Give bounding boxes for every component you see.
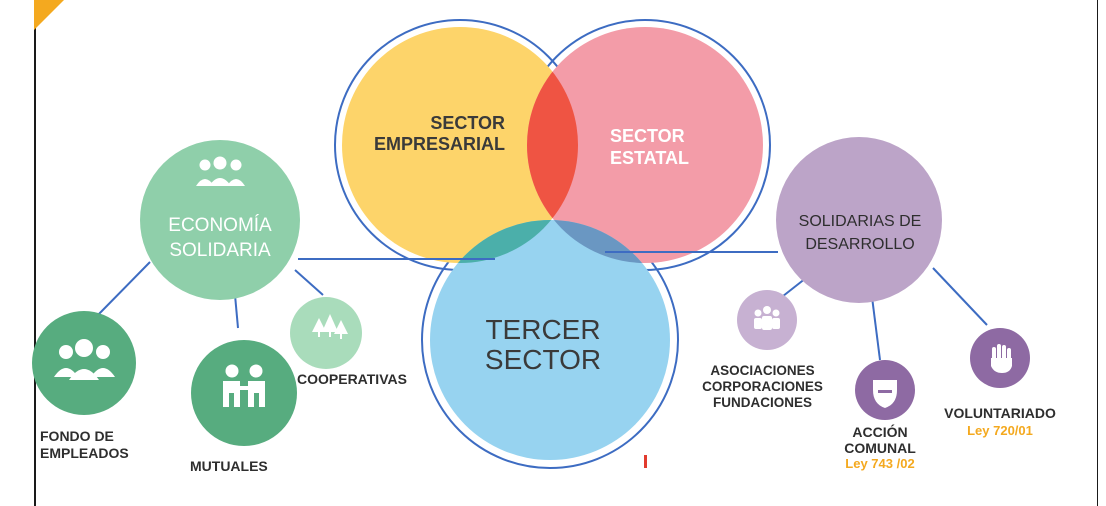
asociaciones-line-3: FUNDACIONES bbox=[712, 395, 812, 410]
fondo-line-2: EMPLEADOS bbox=[40, 445, 129, 461]
fondo-circle bbox=[32, 311, 136, 415]
sector-estatal-label: SECTOR ESTATAL bbox=[610, 125, 710, 169]
voluntariado-label: VOLUNTARIADO Ley 720/01 bbox=[935, 405, 1065, 439]
accion-comunal-label: ACCIÓN COMUNAL Ley 743 /02 bbox=[830, 424, 930, 472]
line-economia-mutuales bbox=[234, 294, 239, 329]
voluntariado-line-1: VOLUNTARIADO bbox=[944, 405, 1056, 421]
asociaciones-line-2: CORPORACIONES bbox=[702, 379, 823, 394]
tercer-sector-circle bbox=[430, 220, 670, 460]
people-group-icon bbox=[196, 156, 245, 186]
economia-line-2: SOLIDARIA bbox=[169, 240, 271, 261]
right-frame-border bbox=[1097, 0, 1098, 506]
desarrollo-line-2: DESARROLLO bbox=[805, 236, 915, 253]
left-frame-border bbox=[34, 0, 36, 506]
tercer-sector-line-1: TERCER bbox=[485, 314, 601, 345]
line-economia-cooperativas bbox=[294, 269, 324, 296]
desarrollo-label: SOLIDARIAS DE DESARROLLO bbox=[780, 210, 940, 256]
desarrollo-line-1: SOLIDARIAS DE bbox=[798, 213, 922, 230]
red-mark bbox=[644, 455, 647, 468]
raised-hand-icon bbox=[991, 344, 1012, 373]
sector-estatal-line-2: ESTATAL bbox=[610, 148, 689, 168]
corner-accent bbox=[34, 0, 64, 30]
shield-icon bbox=[873, 380, 897, 408]
tercer-sector-label: TERCER SECTOR bbox=[468, 315, 618, 375]
accion-line-1: ACCIÓN bbox=[852, 424, 908, 440]
employees-icon bbox=[54, 339, 115, 380]
handshake-people-icon bbox=[223, 364, 265, 407]
fondo-empleados-label: FONDO DE EMPLEADOS bbox=[40, 428, 140, 462]
mutuales-circle bbox=[191, 340, 297, 446]
accion-law-label: Ley 743 /02 bbox=[845, 456, 915, 471]
line-desarrollo-accion bbox=[871, 296, 881, 361]
line-desarrollo-voluntariado bbox=[932, 267, 988, 326]
line-economia-fondo bbox=[94, 261, 151, 319]
community-icon bbox=[754, 306, 780, 330]
tercer-sector-line-2: SECTOR bbox=[484, 344, 602, 375]
economia-line-1: ECONOMÍA bbox=[168, 215, 272, 236]
economia-solidaria-circle bbox=[140, 140, 300, 300]
sector-empresarial-line-2: EMPRESARIAL bbox=[373, 134, 505, 154]
sector-estatal-line-1: SECTOR bbox=[610, 126, 685, 146]
voluntariado-law-label: Ley 720/01 bbox=[967, 423, 1033, 438]
mutuales-label: MUTUALES bbox=[190, 458, 268, 474]
desarrollo-circle bbox=[776, 137, 942, 303]
asociaciones-label: ASOCIACIONES CORPORACIONES FUNDACIONES bbox=[680, 363, 845, 411]
cooperativas-label: COOPERATIVAS bbox=[297, 371, 407, 387]
sector-empresarial-line-1: SECTOR bbox=[430, 113, 505, 133]
sector-empresarial-circle bbox=[342, 27, 578, 263]
accion-line-2: COMUNAL bbox=[844, 440, 916, 456]
trees-icon bbox=[312, 314, 348, 339]
economia-solidaria-label: ECONOMÍA SOLIDARIA bbox=[140, 213, 300, 263]
cooperativas-circle bbox=[290, 297, 362, 369]
sector-estatal-circle bbox=[527, 27, 763, 263]
fondo-line-1: FONDO DE bbox=[40, 428, 114, 444]
sector-empresarial-label: SECTOR EMPRESARIAL bbox=[355, 113, 505, 155]
asociaciones-line-1: ASOCIACIONES bbox=[710, 363, 815, 378]
